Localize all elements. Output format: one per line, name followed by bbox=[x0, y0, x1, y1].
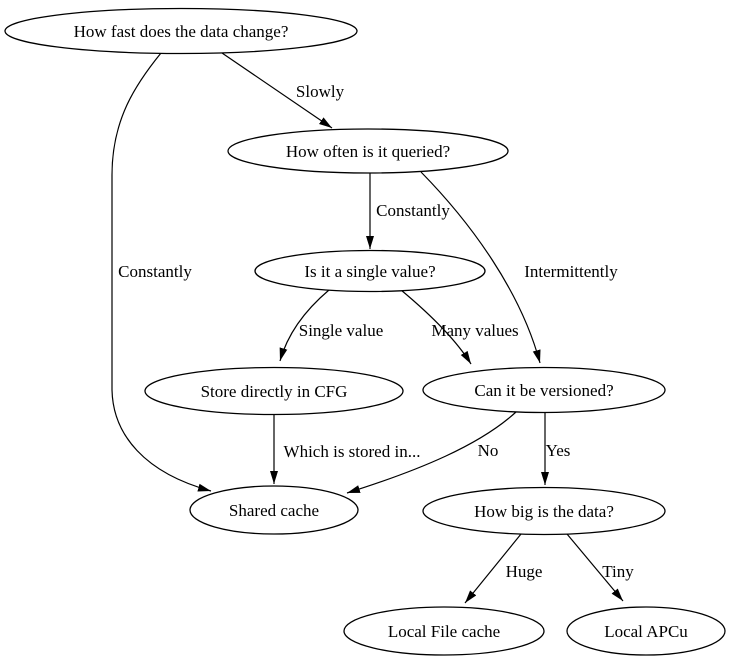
edge-which-is-stored-in: Which is stored in... bbox=[270, 415, 421, 484]
edge-constantly-to-shared-cache: Constantly bbox=[111, 52, 212, 492]
edge-label-no: No bbox=[478, 441, 499, 460]
edge-line bbox=[111, 52, 212, 492]
edge-many-values: Many values bbox=[400, 289, 519, 365]
node-shared-cache: Shared cache bbox=[189, 485, 359, 535]
node-label-data-change: How fast does the data change? bbox=[74, 22, 289, 41]
edge-label-constantly-mid: Constantly bbox=[376, 201, 450, 220]
node-ellipse-big-data bbox=[422, 486, 666, 536]
edge-intermittently: Intermittently bbox=[420, 171, 618, 364]
node-ellipse-local-file bbox=[343, 606, 545, 656]
edge-label-tiny: Tiny bbox=[602, 562, 634, 581]
edge-tiny: Tiny bbox=[566, 533, 634, 602]
node-label-single-value: Is it a single value? bbox=[304, 262, 435, 281]
edge-line bbox=[566, 533, 624, 602]
edge-line bbox=[464, 533, 522, 604]
node-label-store-cfg: Store directly in CFG bbox=[201, 382, 348, 401]
node-store-cfg: Store directly in CFG bbox=[144, 366, 404, 416]
node-label-versioned: Can it be versioned? bbox=[474, 381, 613, 400]
edge-line bbox=[221, 52, 333, 129]
node-label-shared-cache: Shared cache bbox=[229, 501, 319, 520]
node-ellipse-single-value bbox=[254, 249, 486, 293]
node-big-data: How big is the data? bbox=[422, 486, 666, 536]
edge-single-value: Single value bbox=[279, 289, 384, 362]
node-local-apcu: Local APCu bbox=[566, 606, 726, 656]
node-label-queried: How often is it queried? bbox=[286, 142, 450, 161]
edge-line bbox=[279, 289, 330, 362]
edge-label-many-values: Many values bbox=[431, 321, 518, 340]
node-label-local-apcu: Local APCu bbox=[604, 622, 688, 641]
node-ellipse-shared-cache bbox=[189, 485, 359, 535]
node-local-file: Local File cache bbox=[343, 606, 545, 656]
node-single-value: Is it a single value? bbox=[254, 249, 486, 293]
edge-label-single-value: Single value bbox=[299, 321, 384, 340]
node-ellipse-queried bbox=[227, 128, 509, 174]
edge-slowly: Slowly bbox=[221, 52, 345, 129]
node-ellipse-local-apcu bbox=[566, 606, 726, 656]
edge-label-yes: Yes bbox=[546, 441, 571, 460]
edge-line bbox=[420, 171, 541, 364]
edge-label-huge: Huge bbox=[506, 562, 543, 581]
edge-label-constantly-left: Constantly bbox=[118, 262, 192, 281]
node-label-big-data: How big is the data? bbox=[474, 502, 614, 521]
edge-no: No bbox=[346, 411, 517, 494]
node-label-local-file: Local File cache bbox=[388, 622, 500, 641]
node-ellipse-data-change bbox=[4, 7, 358, 55]
edge-line bbox=[400, 289, 472, 365]
edge-label-which-is-stored-in: Which is stored in... bbox=[284, 442, 421, 461]
edge-huge: Huge bbox=[464, 533, 543, 604]
node-ellipse-store-cfg bbox=[144, 366, 404, 416]
node-data-change: How fast does the data change? bbox=[4, 7, 358, 55]
edge-yes: Yes bbox=[541, 413, 571, 485]
node-ellipse-versioned bbox=[422, 366, 666, 414]
edge-line bbox=[346, 411, 517, 494]
edge-constantly-to-single-value: Constantly bbox=[366, 173, 450, 249]
node-versioned: Can it be versioned? bbox=[422, 366, 666, 414]
node-queried: How often is it queried? bbox=[227, 128, 509, 174]
edge-label-slowly: Slowly bbox=[296, 82, 345, 101]
edge-label-intermittently: Intermittently bbox=[524, 262, 618, 281]
